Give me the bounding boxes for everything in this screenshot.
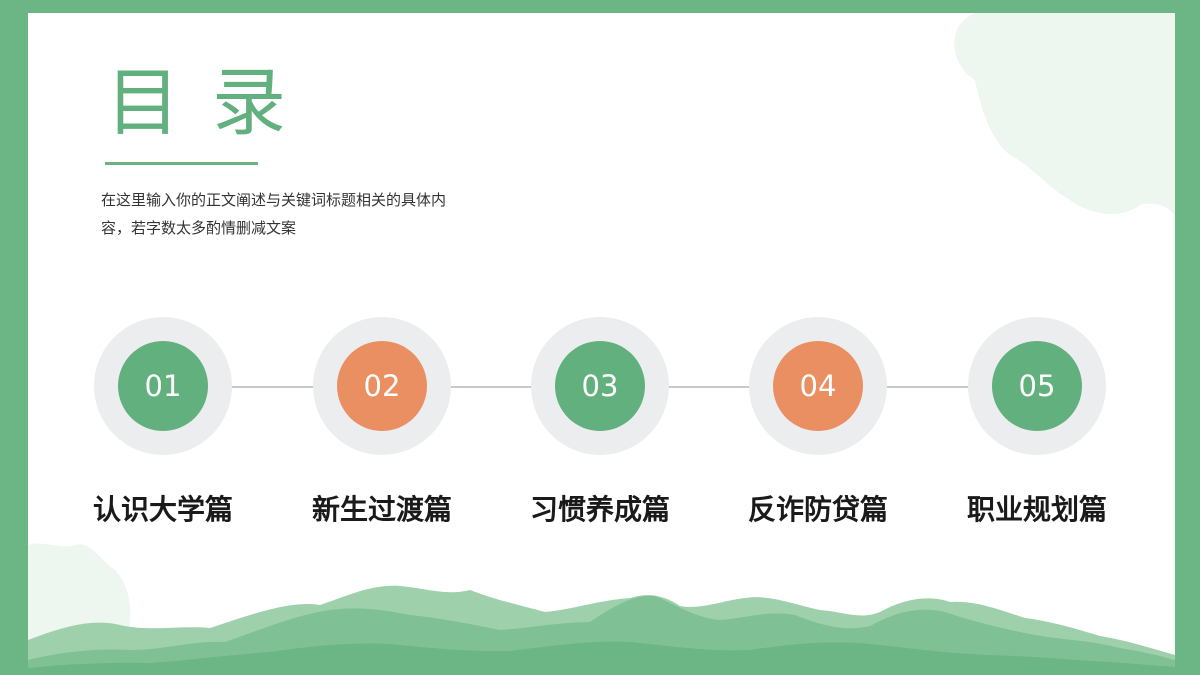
connector-line — [207, 386, 321, 388]
connector-line — [427, 386, 539, 388]
connector-line — [863, 386, 976, 388]
section-node-02[interactable]: 02 — [313, 317, 451, 455]
description-line-2: 容，若字数太多酌情删减文案 — [101, 219, 297, 237]
page-title: 目录 — [106, 60, 318, 146]
section-label-02[interactable]: 新生过渡篇 — [311, 493, 452, 526]
section-number: 02 — [337, 341, 427, 431]
section-label-04[interactable]: 反诈防贷篇 — [747, 493, 888, 526]
cloud-shape-top-right — [954, 13, 1175, 215]
description-line-1: 在这里输入你的正文阐述与关键词标题相关的具体内 — [101, 191, 447, 209]
mountain-front — [28, 641, 1175, 675]
section-node-01[interactable]: 01 — [94, 317, 232, 455]
section-number: 01 — [118, 341, 208, 431]
title-underline — [105, 162, 258, 165]
section-node-04[interactable]: 04 — [749, 317, 887, 455]
section-number: 04 — [773, 341, 863, 431]
section-label-05[interactable]: 职业规划篇 — [966, 493, 1107, 526]
section-node-05[interactable]: 05 — [968, 317, 1106, 455]
section-label-03[interactable]: 习惯养成篇 — [529, 493, 670, 526]
section-label-01[interactable]: 认识大学篇 — [92, 493, 233, 526]
section-number: 03 — [555, 341, 645, 431]
description: 在这里输入你的正文阐述与关键词标题相关的具体内 容，若字数太多酌情删减文案 — [101, 186, 521, 242]
connector-line — [645, 386, 758, 388]
section-node-03[interactable]: 03 — [531, 317, 669, 455]
section-number: 05 — [992, 341, 1082, 431]
